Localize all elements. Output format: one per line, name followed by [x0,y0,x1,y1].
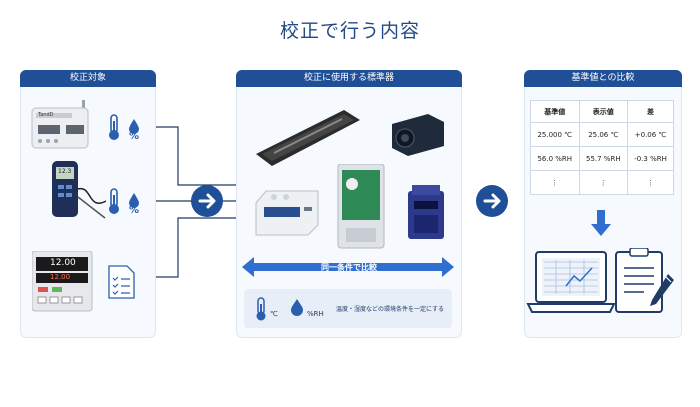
table-cell: 25.06 ℃ [578,122,629,147]
table-header-cell: 表示値 [578,100,629,123]
pen-icon [650,274,674,306]
droplet-icon [129,119,139,134]
logger-brand-label: TandD [38,112,54,118]
page-title: 校正で行う内容 [279,20,420,42]
comparison-panel-header: 基準値との比較 [524,70,682,87]
standards-panel-header: 校正に使用する標準器 [236,70,462,87]
arrow-down-icon [591,210,611,236]
table-cell: 25.000 ℃ [530,122,580,147]
controller-bottom-value: 12.00 [50,273,71,281]
table-cell: 55.7 %RH [578,146,629,171]
table-row: 56.0 %RH 55.7 %RH -0.3 %RH [530,146,674,171]
table-header-cell: 基準値 [530,100,580,123]
targets-panel-header: 校正対象 [20,70,156,87]
arrow-right-icon [191,185,223,217]
table-cell: +0.06 ℃ [627,122,674,147]
table-row: ⋮ ⋮ ⋮ [530,170,674,195]
percent-unit-label: % [129,205,140,216]
environment-box [244,289,452,328]
arrow-right-icon [476,185,508,217]
compare-label: 同一条件で比較 [321,263,377,272]
table-cell: ⋮ [578,170,629,195]
clipboard-icon [615,248,663,313]
table-row: 25.000 ℃ 25.06 ℃ +0.06 ℃ [530,122,674,147]
comparison-table: 基準値 表示値 差 25.000 ℃ 25.06 ℃ +0.06 ℃ 56.0 … [530,100,674,195]
table-cell: -0.3 %RH [627,146,674,171]
table-cell: 56.0 %RH [530,146,580,171]
data-logger-device [31,100,89,149]
temperature-calibrator [337,164,385,249]
table-header-row: 基準値 表示値 差 [530,100,674,123]
laptop-icon [526,251,616,313]
panel-controller-device [32,251,93,312]
table-cell: ⋮ [530,170,580,195]
meter-display-value: 12.3 [58,168,72,175]
table-cell: ⋮ [627,170,674,195]
blackbody-source [392,114,444,156]
thermometer-icon [256,297,266,321]
rh-unit-label: %RH [307,310,324,318]
checklist-icon [108,265,135,299]
controller-top-value: 12.00 [50,258,76,268]
handheld-meter-device [52,161,107,219]
reference-probe-case [256,110,360,166]
celsius-unit-label: ℃ [270,310,278,318]
table-header-cell: 差 [627,100,674,123]
droplet-icon [291,299,303,316]
thermometer-icon [109,114,119,140]
percent-unit-label: % [129,131,140,142]
humidity-generator [255,190,319,236]
droplet-icon [129,193,139,208]
thermometer-icon [109,188,119,214]
dry-block-calibrator [408,185,444,239]
environment-note: 温度・湿度などの環境条件を一定にする [336,306,445,313]
compare-double-arrow [242,257,454,277]
